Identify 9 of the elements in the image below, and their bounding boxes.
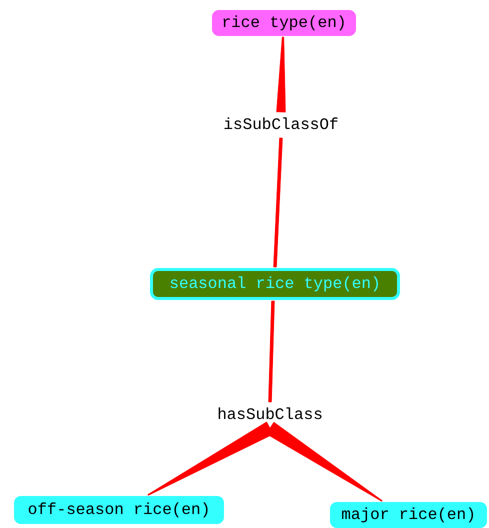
relation-label: isSubClassOf	[216, 113, 346, 137]
class-box: major rice(en)	[330, 502, 487, 528]
relation-label: hasSubClass	[210, 403, 330, 427]
tapered-connector	[273, 138, 283, 268]
class-box: rice type(en)	[212, 10, 356, 36]
tapered-connector	[268, 300, 275, 402]
class-box: off-season rice(en)	[14, 496, 224, 524]
class-box: seasonal rice type(en)	[150, 268, 400, 300]
tapered-connector	[276, 36, 286, 112]
